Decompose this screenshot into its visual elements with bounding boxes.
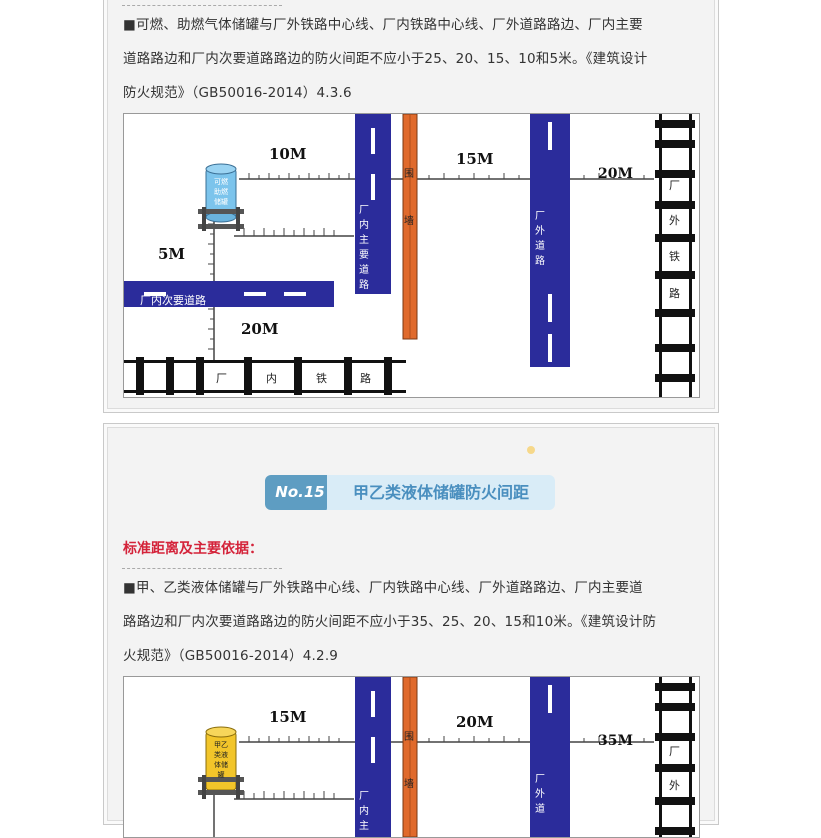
section14-paragraph: ■可燃、助燃气体储罐与厂外铁路中心线、厂内铁路中心线、厂外道路路边、厂内主要 道… (123, 8, 701, 110)
basis-label: 标准距离及主要依据： (123, 541, 263, 557)
distance-label: 35M (598, 733, 633, 749)
paragraph-line: 路路边和厂内次要道路路边的防火间距不应小于35、25、20、15和10米。《建筑… (123, 614, 657, 630)
outer-road-char: 路 (535, 254, 545, 267)
tank-text: 体储 (214, 760, 228, 769)
inner-rail-char: 铁 (316, 372, 327, 385)
paragraph-line: ■甲、乙类液体储罐与厂外铁路中心线、厂内铁路中心线、厂外道路路边、厂内主要道 (123, 580, 643, 596)
liquid-tank: 甲乙 类液 体储 罐 (198, 726, 244, 799)
main-road-char: 主 (359, 234, 369, 246)
tank-text: 类液 (214, 750, 228, 759)
distance-label: 15M (456, 150, 493, 168)
tank-text: 甲乙 (214, 741, 228, 749)
badge-title: 甲乙类液体储罐防火间距 (327, 475, 555, 510)
outer-road: 厂 外 道 (530, 677, 570, 837)
main-road-char: 道 (359, 263, 369, 276)
boundary-wall: 围 墙 (402, 114, 418, 340)
distance-label: 20M (598, 166, 633, 182)
section-card-14: ■可燃、助燃气体储罐与厂外铁路中心线、厂内铁路中心线、厂外道路路边、厂内主要 道… (103, 0, 719, 413)
fire-distance-diagram-14: 可燃 助燃 储罐 厂内次要道路 厂 内 主 要 道 (123, 113, 700, 398)
outer-rail-char: 厂 (669, 745, 680, 758)
tank-text: 储罐 (214, 197, 228, 206)
tank-text: 罐 (218, 770, 225, 779)
fire-distance-diagram-15: 甲乙 类液 体储 罐 厂 内 主 围 墙 (123, 676, 700, 838)
distance-label: 10M (269, 145, 306, 163)
inner-railway: 厂 内 铁 路 (124, 357, 406, 395)
outer-road-char: 外 (535, 225, 545, 237)
tank-text: 可燃 (214, 177, 228, 186)
section-card-15: No.15 甲乙类液体储罐防火间距 标准距离及主要依据： ■甲、乙类液体储罐与厂… (103, 423, 719, 838)
wall-char: 围 (404, 168, 414, 180)
paragraph-line: 火规范》（GB50016-2014）4.2.9 (123, 648, 339, 664)
paragraph-line: 防火规范》（GB50016-2014）4.3.6 (123, 85, 352, 101)
gas-tank: 可燃 助燃 储罐 (198, 163, 244, 231)
outer-rail-char: 厂 (669, 179, 680, 192)
outer-rail-char: 铁 (669, 250, 680, 263)
secondary-road-label: 厂内次要道路 (140, 293, 206, 307)
main-road-char: 厂 (359, 205, 369, 216)
outer-road-char: 道 (535, 239, 545, 252)
section-badge: No.15 甲乙类液体储罐防火间距 (265, 475, 555, 510)
inner-rail-char: 内 (266, 371, 277, 385)
wall-char: 围 (404, 731, 414, 743)
outer-rail-char: 外 (669, 779, 680, 792)
main-road-char: 主 (359, 820, 369, 832)
secondary-road: 厂内次要道路 (124, 281, 334, 307)
paragraph-line: 道路路边和厂内次要道路路边的防火间距不应小于25、20、15、10和5米。《建筑… (123, 51, 648, 67)
main-road-char: 内 (359, 218, 369, 231)
dashed-divider (122, 568, 282, 569)
outer-rail-char: 路 (669, 287, 680, 300)
main-road-char: 要 (359, 249, 369, 261)
outer-railway: 厂 外 (655, 677, 695, 837)
outer-road-char: 外 (535, 788, 545, 800)
section15-paragraph: ■甲、乙类液体储罐与厂外铁路中心线、厂内铁路中心线、厂外道路路边、厂内主要道 路… (123, 571, 701, 673)
outer-railway: 厂 外 铁 路 (655, 114, 695, 397)
distance-label: 20M (241, 320, 278, 338)
main-road-char: 厂 (359, 791, 369, 802)
main-road: 厂 内 主 要 道 路 (355, 114, 391, 294)
badge-number: No.15 (265, 475, 335, 510)
paragraph-line: ■可燃、助燃气体储罐与厂外铁路中心线、厂内铁路中心线、厂外道路路边、厂内主要 (123, 17, 643, 33)
distance-label: 5M (158, 245, 185, 263)
outer-road: 厂 外 道 路 (530, 114, 570, 367)
outer-rail-char: 外 (669, 214, 680, 227)
outer-road-char: 道 (535, 802, 545, 815)
outer-road-char: 厂 (535, 211, 545, 222)
main-road-char: 路 (359, 278, 369, 291)
tank-text: 助燃 (214, 187, 228, 196)
outer-road-char: 厂 (535, 774, 545, 785)
boundary-wall: 围 墙 (402, 677, 418, 837)
distance-label: 20M (456, 713, 493, 731)
wall-char: 墙 (404, 214, 414, 227)
wall-char: 墙 (404, 777, 414, 790)
inner-rail-char: 路 (360, 372, 371, 385)
dashed-divider (122, 5, 282, 6)
decorative-dot (527, 446, 535, 454)
main-road: 厂 内 主 (355, 677, 391, 837)
distance-label: 15M (269, 708, 306, 726)
inner-rail-char: 厂 (216, 372, 227, 385)
